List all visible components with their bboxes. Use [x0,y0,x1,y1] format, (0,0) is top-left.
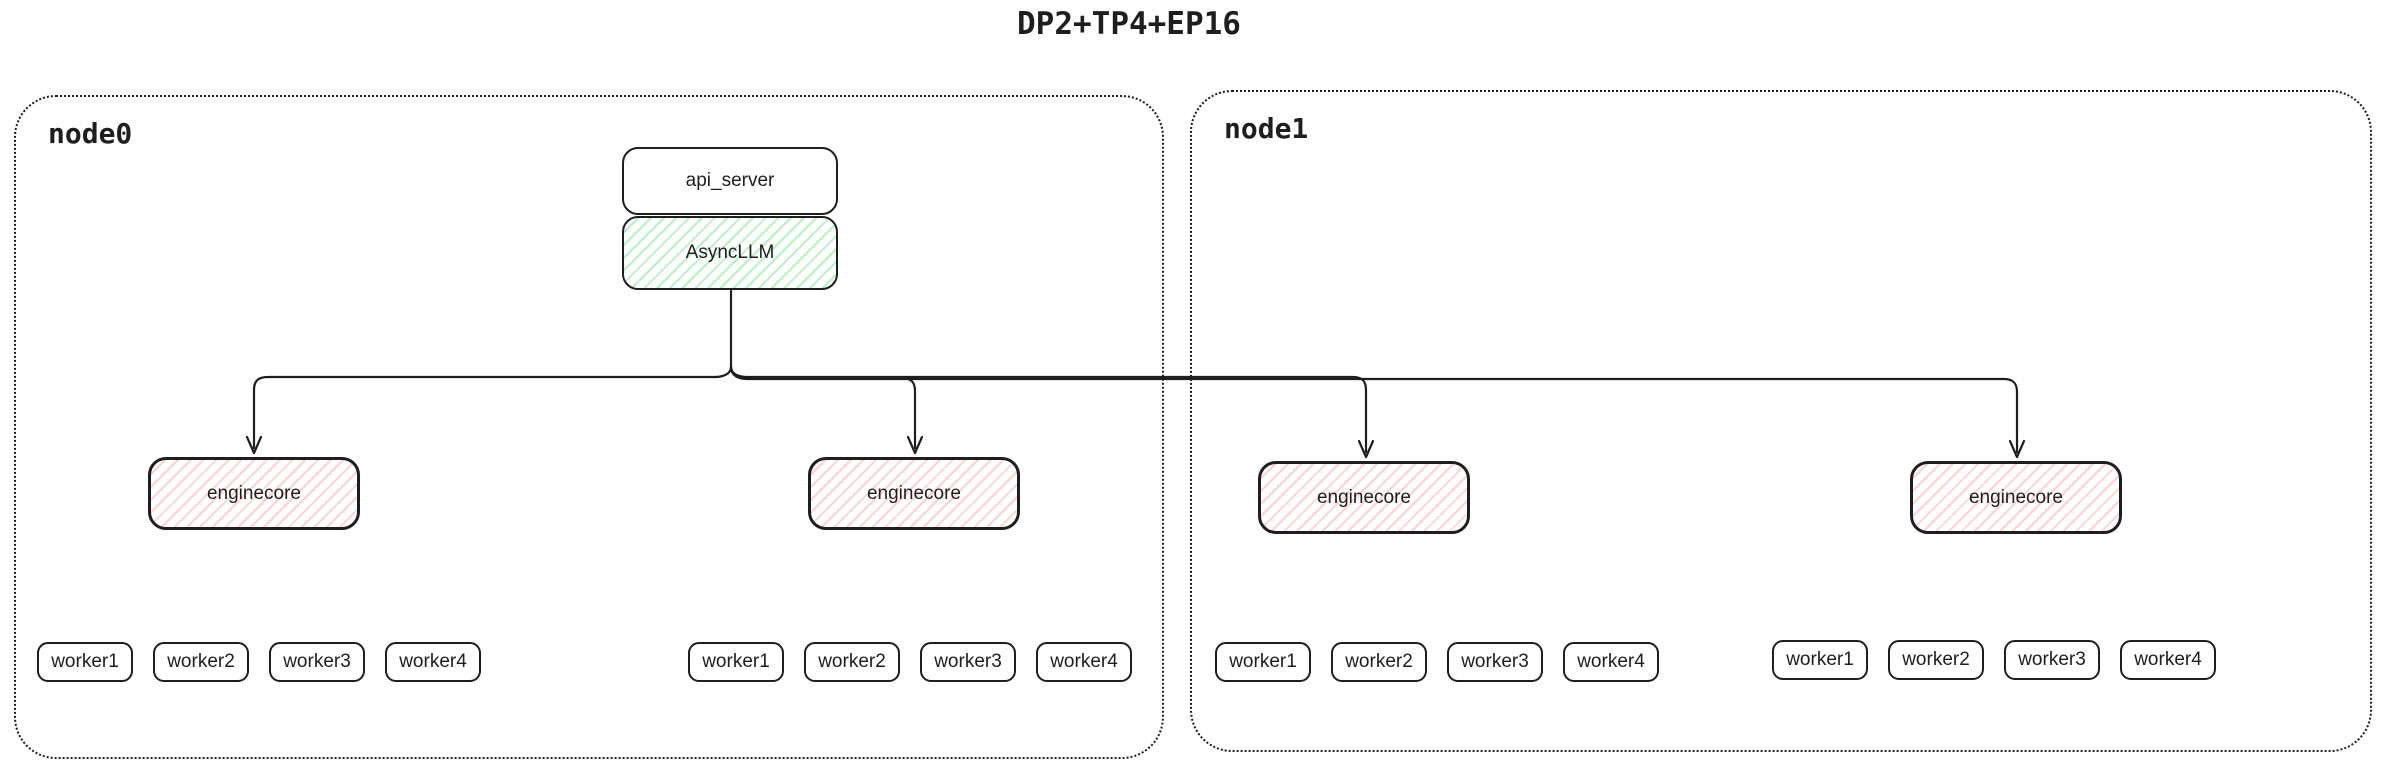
worker-label: worker1 [1786,649,1854,670]
api-server-label: api_server [685,170,775,191]
worker-label: worker4 [1050,651,1118,672]
api-server-box: api_server [622,147,838,215]
enginecore-box-4: enginecore [1910,461,2122,534]
worker-label: worker4 [2134,649,2202,670]
asyncllm-label: AsyncLLM [685,242,775,263]
worker-label: worker2 [818,651,886,672]
worker-box: worker4 [2120,640,2216,680]
enginecore-box-2: enginecore [808,457,1020,530]
enginecore-box-1: enginecore [148,457,360,530]
worker-box: worker3 [2004,640,2100,680]
worker-label: worker4 [1577,651,1645,672]
node1-label: node1 [1224,112,1309,145]
diagram-title: DP2+TP4+EP16 [1017,6,1241,42]
enginecore-box-3: enginecore [1258,461,1470,534]
worker-box: worker2 [153,642,249,682]
worker-box: worker3 [920,642,1016,682]
worker-box: worker1 [1215,642,1311,682]
worker-label: worker2 [167,651,235,672]
worker-box: worker2 [804,642,900,682]
worker-label: worker4 [399,651,467,672]
worker-box: worker1 [1772,640,1868,680]
worker-box: worker3 [1447,642,1543,682]
worker-box: worker4 [385,642,481,682]
worker-label: worker3 [1461,651,1529,672]
worker-label: worker2 [1902,649,1970,670]
worker-label: worker2 [1345,651,1413,672]
worker-label: worker1 [51,651,119,672]
enginecore-label: enginecore [1968,486,2064,508]
enginecore-label: enginecore [1316,486,1412,508]
enginecore-label: enginecore [866,482,962,504]
worker-label: worker1 [702,651,770,672]
enginecore-label: enginecore [206,482,302,504]
asyncllm-box: AsyncLLM [622,216,838,290]
worker-box: worker3 [269,642,365,682]
worker-box: worker2 [1331,642,1427,682]
worker-label: worker3 [934,651,1002,672]
worker-box: worker1 [688,642,784,682]
worker-label: worker1 [1229,651,1297,672]
worker-label: worker3 [283,651,351,672]
node0-label: node0 [48,117,133,150]
worker-box: worker2 [1888,640,1984,680]
worker-box: worker4 [1563,642,1659,682]
worker-box: worker1 [37,642,133,682]
worker-label: worker3 [2018,649,2086,670]
worker-box: worker4 [1036,642,1132,682]
